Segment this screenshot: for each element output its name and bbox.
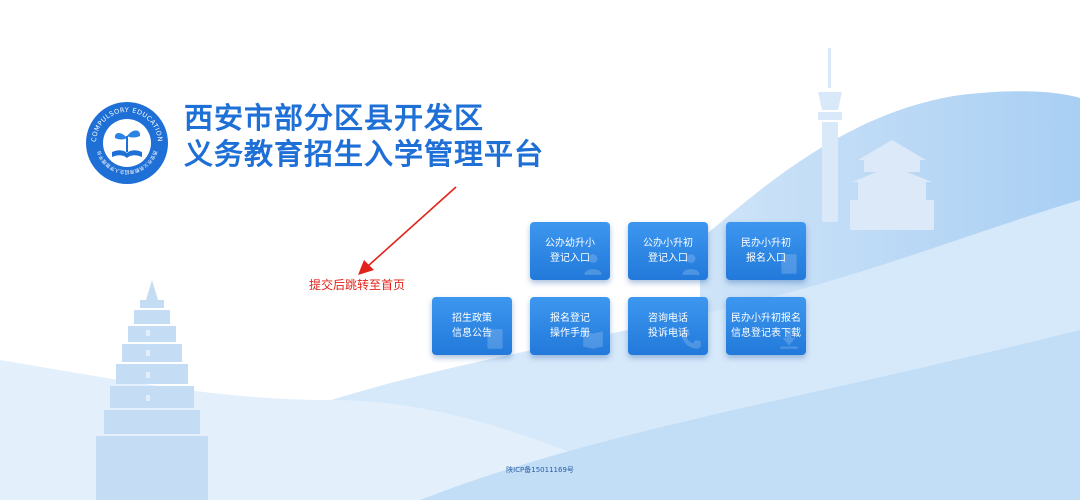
tile-registration-form-download[interactable]: 民办小升初报名 信息登记表下载	[726, 297, 806, 355]
bell-tower-silhouette	[850, 140, 934, 230]
download-icon	[780, 329, 798, 349]
pagoda-silhouette	[96, 280, 208, 500]
tile-label-line1: 民办小升初报名	[731, 313, 801, 324]
tile-public-primary-registration[interactable]: 公办幼升小 登记入口	[530, 222, 610, 280]
wave-front	[420, 330, 1080, 500]
tile-operation-manual[interactable]: 报名登记 操作手册	[530, 297, 610, 355]
icp-record[interactable]: 陕ICP备15011169号	[506, 466, 574, 474]
tile-label-line2: 操作手册	[550, 328, 590, 339]
title-line-1: 西安市部分区县开发区	[184, 101, 485, 135]
school-logo: COMPULSORY EDUCATION 西安市义务教育招生入学管理平台	[86, 102, 168, 184]
tile-label-line1: 民办小升初	[741, 238, 791, 249]
tile-label-line1: 招生政策	[452, 313, 492, 324]
tile-enrollment-policy[interactable]: 招生政策 信息公告	[432, 297, 512, 355]
phone-icon	[681, 329, 701, 349]
tile-label-line2: 投诉电话	[648, 328, 688, 339]
tile-label-line2: 报名入口	[746, 253, 786, 264]
book-icon	[583, 331, 603, 349]
form-icon	[781, 254, 797, 274]
tower-silhouette	[818, 48, 842, 222]
tile-hotline[interactable]: 咨询电话 投诉电话	[628, 297, 708, 355]
tile-label-line2: 登记入口	[648, 253, 688, 264]
document-icon	[487, 329, 503, 349]
tile-label-line1: 报名登记	[550, 313, 590, 324]
tile-label-line2: 信息登记表下载	[731, 328, 801, 339]
tile-label-line1: 咨询电话	[648, 313, 688, 324]
title-line-2: 义务教育招生入学管理平台	[184, 137, 545, 171]
page-title: 西安市部分区县开发区 义务教育招生入学管理平台	[184, 100, 544, 172]
annotation-text: 提交后跳转至首页	[309, 278, 406, 292]
tile-label-line1: 公办幼升小	[545, 238, 595, 249]
tile-label-line2: 登记入口	[550, 253, 590, 264]
tile-label-line1: 公办小升初	[643, 238, 693, 249]
tile-public-middle-registration[interactable]: 公办小升初 登记入口	[628, 222, 708, 280]
tile-label-line2: 信息公告	[452, 328, 492, 339]
child-icon	[584, 254, 602, 275]
tile-private-middle-enrollment[interactable]: 民办小升初 报名入口	[726, 222, 806, 280]
student-icon	[682, 254, 700, 275]
